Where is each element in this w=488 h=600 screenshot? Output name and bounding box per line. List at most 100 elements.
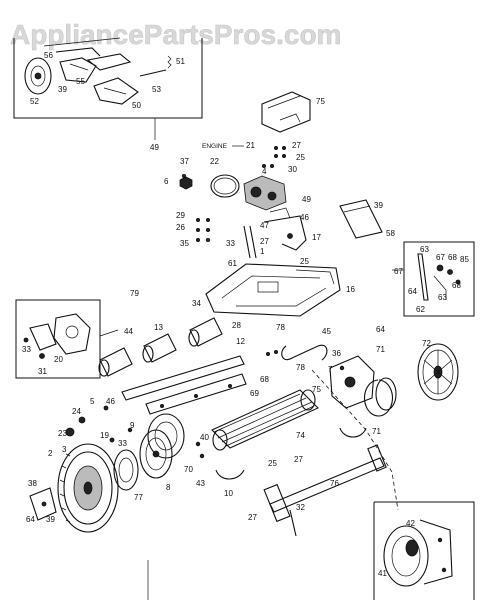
callout-33a: 33 (226, 239, 235, 248)
callout-77: 77 (134, 493, 143, 502)
callout-27a: 27 (292, 141, 301, 150)
callout-30: 30 (288, 165, 297, 174)
callout-33c: 33 (118, 439, 127, 448)
callout-22: 22 (210, 157, 219, 166)
callout-39b: 39 (374, 201, 383, 210)
callout-27b: 27 (260, 237, 269, 246)
callout-46a: 46 (300, 213, 309, 222)
callout-52: 52 (30, 97, 39, 106)
callout-1: 1 (260, 247, 265, 256)
callout-25c: 25 (268, 459, 277, 468)
callout-72: 72 (422, 339, 431, 348)
wheel-bracket-38 (29, 487, 57, 521)
right-wheel (417, 343, 459, 401)
bed-knife-bar (121, 349, 278, 415)
callout-42: 42 (406, 519, 415, 528)
engine-label: ENGINE (202, 143, 228, 150)
callout-27c: 27 (294, 455, 303, 464)
callout-75b: 75 (312, 385, 321, 394)
callout-64c: 64 (26, 515, 35, 524)
callout-7: 7 (328, 365, 333, 374)
callout-71b: 71 (372, 427, 381, 436)
callout-4: 4 (262, 167, 267, 176)
callout-39a: 39 (58, 85, 67, 94)
callout-33b: 33 (22, 345, 31, 354)
callout-3: 3 (62, 445, 67, 454)
callout-39c: 39 (46, 515, 55, 524)
callout-78a: 78 (276, 323, 285, 332)
engine-cover (261, 91, 311, 133)
callout-31: 31 (38, 367, 47, 376)
callout-6: 6 (164, 177, 169, 186)
callout-70: 70 (184, 465, 193, 474)
callout-13: 13 (154, 323, 163, 332)
callout-63a: 63 (420, 245, 429, 254)
callout-71a: 71 (376, 345, 385, 354)
callout-38: 38 (28, 479, 37, 488)
callout-9: 9 (130, 421, 135, 430)
bracket-plate-58 (339, 199, 383, 239)
callout-68c: 68 (260, 375, 269, 384)
callout-58: 58 (386, 229, 395, 238)
inset-box-left (15, 299, 119, 379)
callout-69: 69 (250, 389, 259, 398)
callout-56: 56 (44, 51, 53, 60)
watermark-text: AppliancePartsPros.com (10, 19, 341, 50)
callout-47: 47 (260, 221, 269, 230)
callout-78b: 78 (296, 363, 305, 372)
callout-50: 50 (132, 101, 141, 110)
callout-26: 26 (176, 223, 185, 232)
callout-67a: 67 (436, 253, 445, 262)
guards (215, 427, 367, 480)
callout-32: 32 (296, 503, 305, 512)
callout-46b: 46 (106, 397, 115, 406)
callout-labels: 56 55 39 52 51 53 50 49 75 ENGINE 21 27 … (22, 51, 469, 578)
callout-79: 79 (130, 289, 139, 298)
inset-box-top-left (13, 37, 203, 140)
callout-24: 24 (72, 407, 81, 416)
callout-19: 19 (100, 431, 109, 440)
callout-28: 28 (232, 321, 241, 330)
callout-67b: 67 (394, 267, 403, 276)
callout-35: 35 (180, 239, 189, 248)
inset-box-bottom-right (373, 501, 475, 600)
callout-5: 5 (90, 397, 95, 406)
callout-45: 45 (322, 327, 331, 336)
small-hardware-left (65, 405, 205, 459)
callout-63b: 63 (438, 293, 447, 302)
callout-40: 40 (200, 433, 209, 442)
callout-53: 53 (152, 85, 161, 94)
callout-10: 10 (224, 489, 233, 498)
callout-36: 36 (332, 349, 341, 358)
right-side-plate (329, 355, 397, 417)
callout-34: 34 (192, 299, 201, 308)
callout-2: 2 (48, 449, 53, 458)
wheel-hub-gear (113, 413, 185, 491)
callout-49b: 49 (302, 195, 311, 204)
callout-76: 76 (330, 479, 339, 488)
spring-78 (281, 344, 328, 361)
engine-assembly (179, 145, 287, 211)
mower-deck (205, 263, 341, 317)
cutting-reel (211, 389, 319, 451)
callout-68a: 68 (448, 253, 457, 262)
callout-51: 51 (176, 57, 185, 66)
callout-64b: 64 (376, 325, 385, 334)
left-wheel (57, 443, 119, 533)
callout-37: 37 (180, 157, 189, 166)
callout-55: 55 (76, 77, 85, 86)
assembly-guide-line (311, 369, 399, 511)
callout-68b: 68 (452, 281, 461, 290)
roller-tubes (98, 317, 223, 377)
callout-74: 74 (296, 431, 305, 440)
rear-axle (263, 444, 387, 537)
callout-27d: 27 (248, 513, 257, 522)
callout-25b: 25 (300, 257, 309, 266)
callout-8: 8 (166, 483, 171, 492)
callout-21: 21 (246, 141, 255, 150)
callout-17: 17 (312, 233, 321, 242)
inset-box-right (392, 241, 475, 317)
callout-75a: 75 (316, 97, 325, 106)
callout-23: 23 (58, 429, 67, 438)
